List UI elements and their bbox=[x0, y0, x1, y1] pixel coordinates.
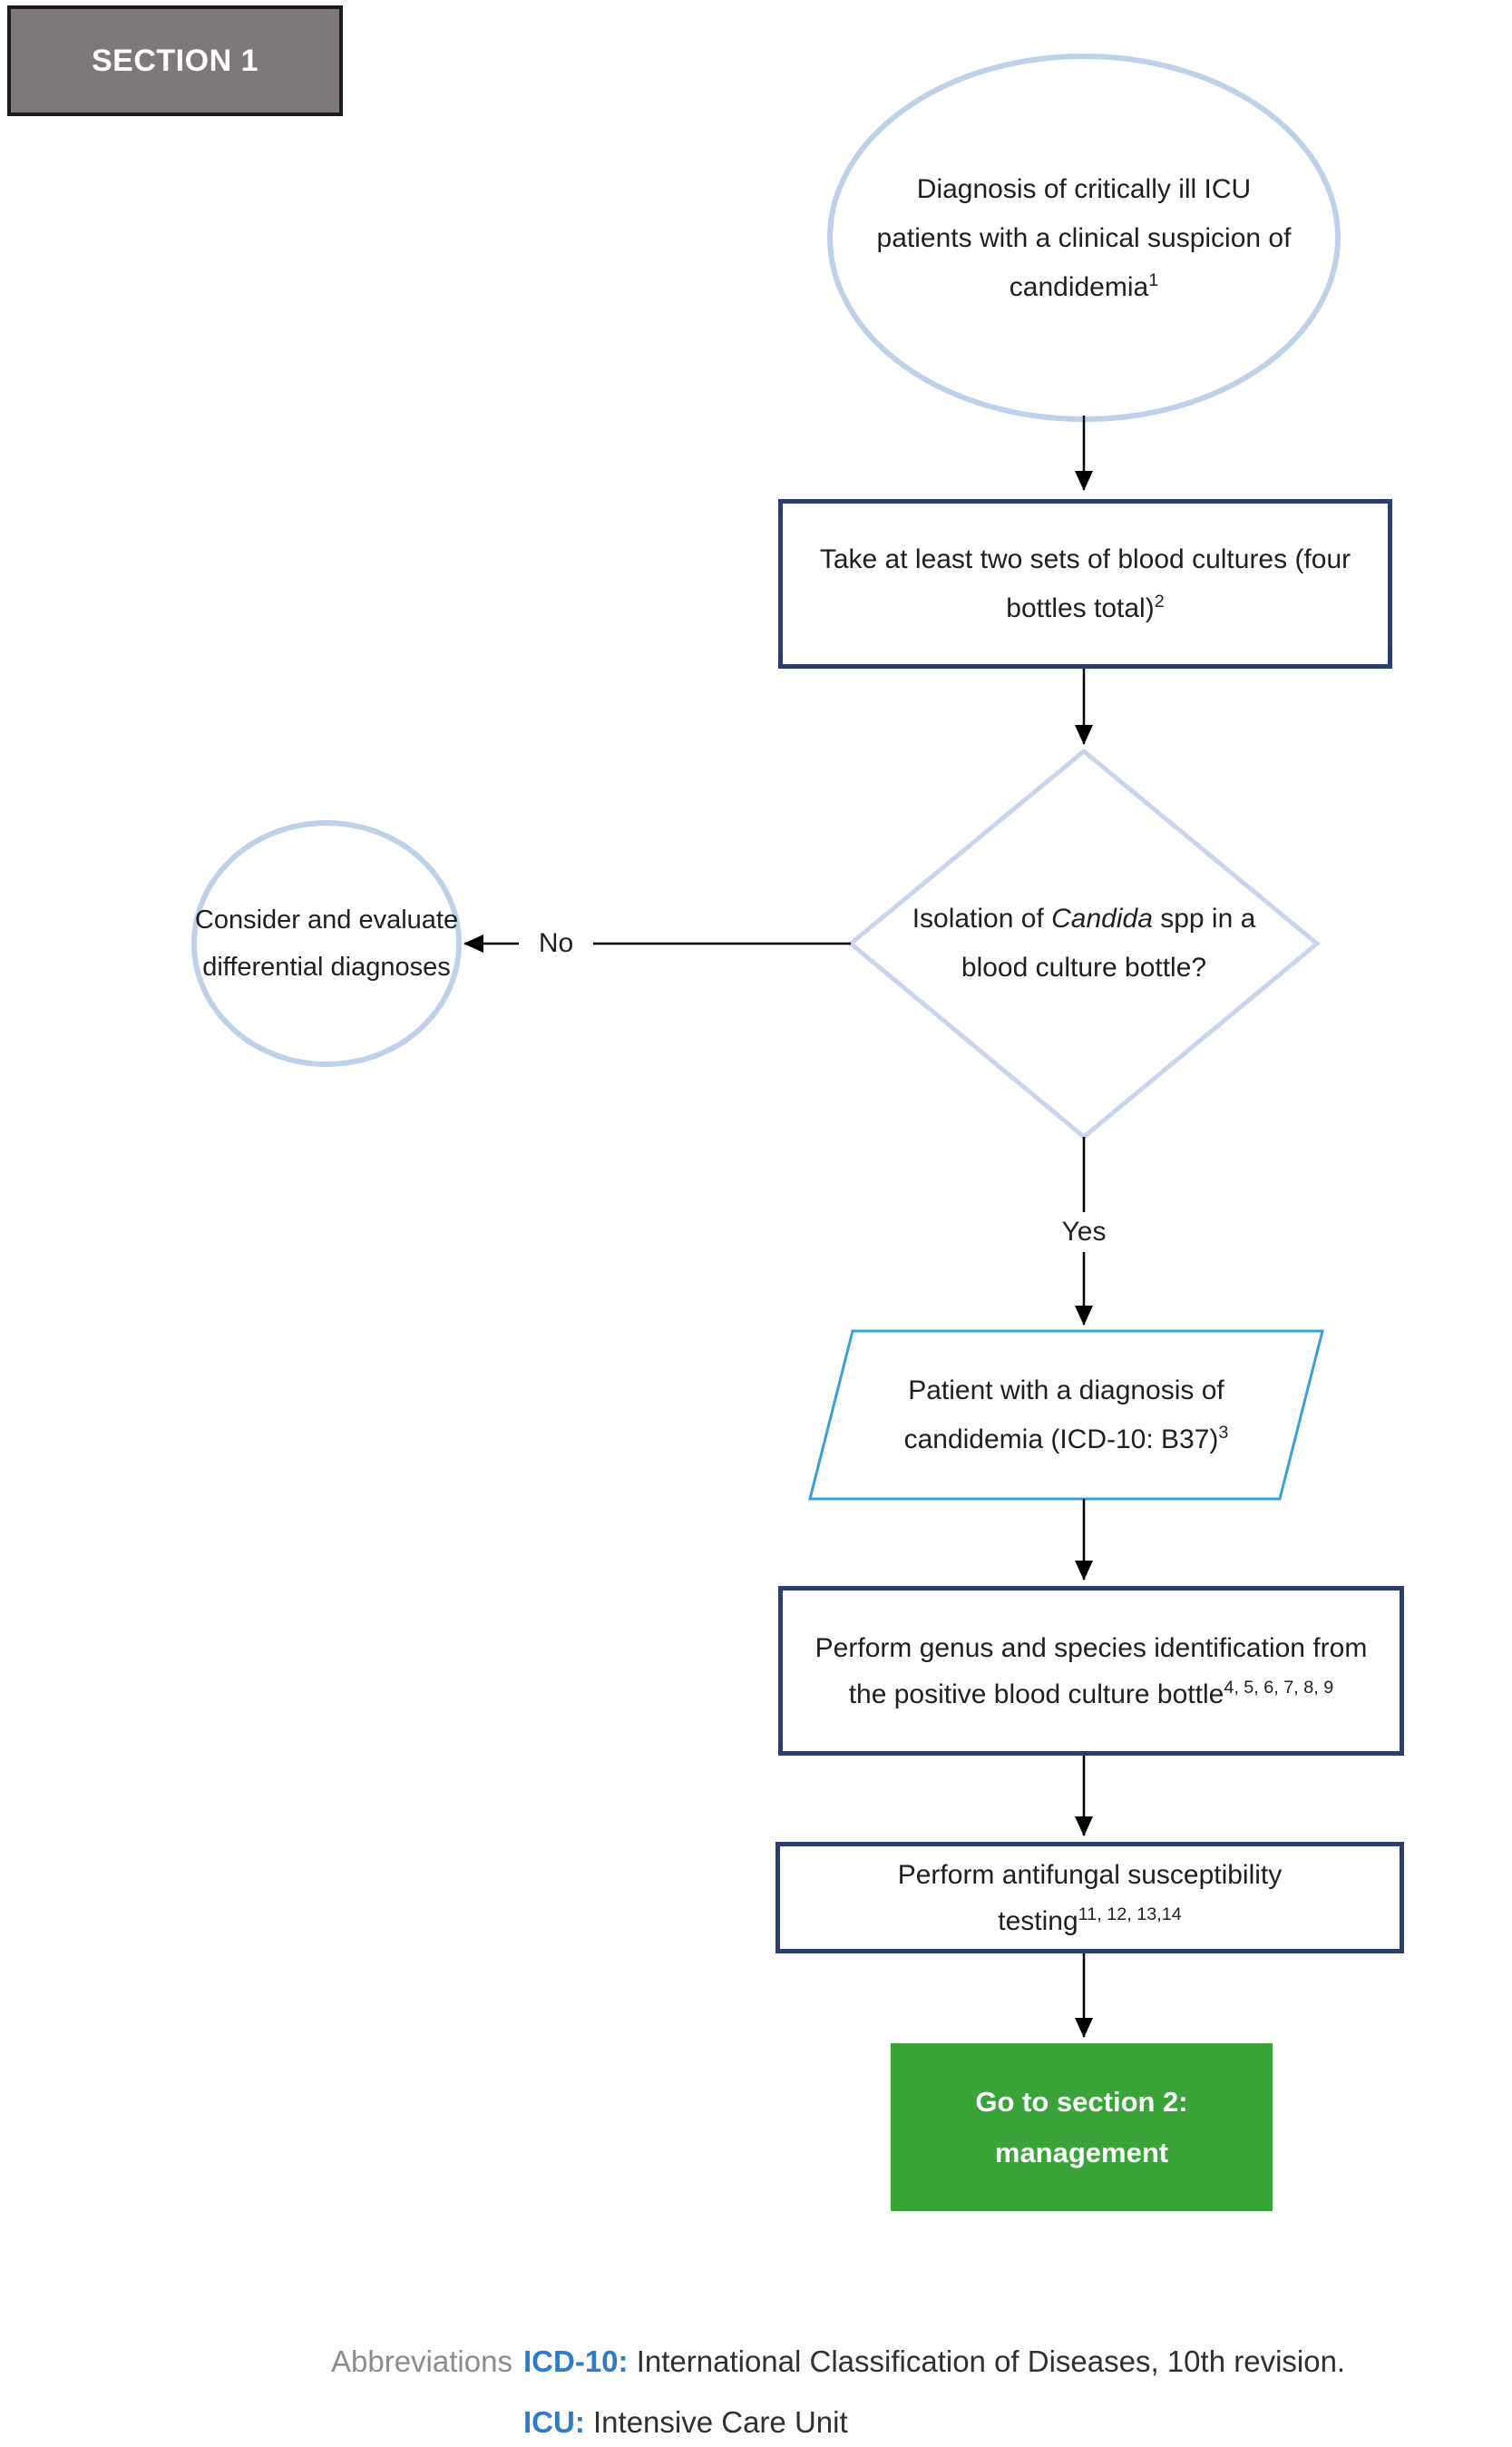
decision-node-text: Isolation of Candida spp in a blood cult… bbox=[912, 904, 1256, 983]
susceptibility-node: Perform antifungal susceptibility testin… bbox=[776, 1842, 1404, 1953]
diagnosis-node-text: Patient with a diagnosis of candidemia (… bbox=[903, 1375, 1229, 1454]
abbreviations: Abbreviations ICD-10: International Clas… bbox=[331, 2344, 1510, 2440]
blood-cultures-superscript: 2 bbox=[1154, 591, 1165, 612]
abbreviation-entry: ICU: Intensive Care Unit bbox=[523, 2406, 1345, 2439]
differential-node-text: Consider and evaluate differential diagn… bbox=[194, 905, 459, 982]
differential-ellipse-shape bbox=[191, 820, 462, 1067]
section-1-badge: SECTION 1 bbox=[7, 5, 343, 116]
blood-cultures-node: Take at least two sets of blood cultures… bbox=[778, 499, 1392, 669]
abbreviation-entries: ICD-10: International Classification of … bbox=[523, 2344, 1346, 2440]
diagnosis-superscript: 3 bbox=[1218, 1422, 1229, 1443]
identification-superscript: 4, 5, 6, 7, 8, 9 bbox=[1224, 1677, 1334, 1698]
abbreviation-definition: International Classification of Diseases… bbox=[636, 2344, 1346, 2378]
section-1-label: SECTION 1 bbox=[92, 43, 259, 78]
susceptibility-superscript: 11, 12, 13,14 bbox=[1078, 1904, 1182, 1924]
abbreviation-term: ICD-10: bbox=[523, 2344, 629, 2378]
abbreviation-term: ICU: bbox=[523, 2405, 585, 2440]
yes-label: Yes bbox=[1043, 1212, 1125, 1252]
identification-node: Perform genus and species identification… bbox=[778, 1586, 1404, 1756]
start-superscript: 1 bbox=[1148, 269, 1159, 290]
abbreviations-label: Abbreviations bbox=[331, 2344, 512, 2378]
no-label: No bbox=[519, 924, 593, 964]
candida-italic: Candida bbox=[1051, 904, 1153, 934]
start-node-text: Diagnosis of critically ill ICU patients… bbox=[876, 173, 1292, 302]
abbreviation-entry: ICD-10: International Classification of … bbox=[523, 2344, 1346, 2378]
diagnosis-parallelogram-shape bbox=[808, 1329, 1324, 1501]
goto-section2-node: Go to section 2: management bbox=[891, 2043, 1273, 2211]
abbreviation-definition: Intensive Care Unit bbox=[593, 2405, 848, 2440]
